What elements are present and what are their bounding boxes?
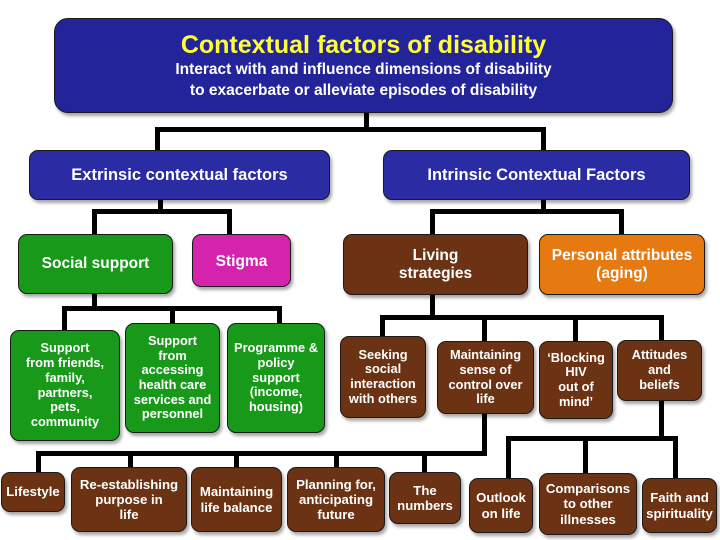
- subtitle-line-1: Interact with and influence dimensions o…: [175, 61, 552, 79]
- living-strategies-box: Living strategies: [343, 234, 528, 295]
- faith-spirituality-line: Faith and: [650, 490, 709, 506]
- seeking-social-line: interaction: [350, 376, 416, 391]
- extrinsic-factors-box: Extrinsic contextual factors: [29, 150, 330, 200]
- re-establishing-line: purpose in: [95, 491, 163, 507]
- programme-policy-line: support: [252, 369, 300, 385]
- maintaining-control-line: Maintaining: [449, 347, 522, 363]
- comparisons-line: to other: [563, 496, 613, 512]
- subtitle-line-2: to exacerbate or alleviate episodes of d…: [189, 81, 538, 99]
- planning-future-line: anticipating: [299, 491, 373, 507]
- re-establishing-box: Re-establishing purpose in life: [71, 467, 187, 532]
- intrinsic-factors-box: Intrinsic Contextual Factors: [383, 150, 690, 200]
- comparisons-line: illnesses: [560, 511, 616, 527]
- planning-future-line: future: [317, 507, 355, 523]
- maintaining-balance-line: life balance: [200, 499, 273, 515]
- seeking-social-line: social: [364, 361, 402, 377]
- personal-attributes-line-1: Personal attributes: [551, 246, 693, 264]
- comparisons-line: Comparisons: [545, 481, 631, 497]
- outlook-box: Outlook on life: [469, 478, 533, 533]
- support-friends-line: family,: [45, 369, 85, 385]
- support-friends-line: pets,: [50, 399, 80, 415]
- attitudes-beliefs-line: and: [648, 362, 671, 378]
- maintaining-control-box: Maintaining sense of control over life: [437, 341, 534, 414]
- re-establishing-line: life: [119, 507, 139, 523]
- planning-future-line: Planning for,: [296, 476, 376, 492]
- support-friends-line: community: [30, 413, 100, 429]
- attitudes-beliefs-line: Attitudes: [631, 347, 688, 363]
- programme-policy-line: Programme &: [234, 340, 318, 356]
- living-strategies-line-1: Living: [412, 246, 459, 264]
- support-accessing-box: Support from accessing health care servi…: [125, 323, 220, 433]
- maintaining-balance-line: Maintaining: [199, 484, 274, 500]
- the-numbers-line: The: [413, 482, 437, 498]
- personal-attributes-line-2: (aging): [596, 264, 648, 282]
- maintaining-control-line: sense of: [459, 361, 512, 377]
- support-accessing-line: services and: [133, 391, 212, 407]
- stigma-box: Stigma: [192, 234, 291, 287]
- support-friends-line: partners,: [37, 384, 93, 400]
- living-strategies-line-2: strategies: [398, 264, 473, 282]
- support-friends-line: from friends,: [25, 355, 105, 371]
- personal-attributes-box: Personal attributes (aging): [539, 234, 705, 295]
- attitudes-beliefs-line: beliefs: [639, 376, 680, 392]
- stigma-label: Stigma: [215, 253, 268, 270]
- the-numbers-box: The numbers: [389, 472, 461, 524]
- programme-policy-line: policy: [257, 354, 295, 370]
- social-support-label: Social support: [41, 255, 150, 273]
- comparisons-box: Comparisons to other illnesses: [539, 473, 637, 535]
- lifestyle-box: Lifestyle: [1, 472, 65, 512]
- diagram-title: Contextual factors of disability: [180, 31, 547, 60]
- maintaining-control-line: life: [476, 391, 495, 407]
- intrinsic-factors-label: Intrinsic Contextual Factors: [427, 165, 646, 184]
- attitudes-beliefs-box: Attitudes and beliefs: [617, 340, 702, 401]
- support-accessing-line: Support: [147, 332, 198, 348]
- re-establishing-line: Re-establishing: [79, 476, 179, 492]
- seeking-social-box: Seeking social interaction with others: [340, 336, 426, 418]
- outlook-line: Outlook: [476, 490, 526, 506]
- support-friends-box: Support from friends, family, partners, …: [10, 330, 120, 441]
- blocking-hiv-line: out of: [558, 379, 594, 394]
- support-accessing-line: health care: [138, 377, 207, 392]
- blocking-hiv-line: HIV: [565, 364, 587, 380]
- faith-spirituality-box: Faith and spirituality: [642, 478, 717, 533]
- maintaining-balance-box: Maintaining life balance: [191, 467, 282, 532]
- support-accessing-line: personnel: [141, 406, 204, 422]
- planning-future-box: Planning for, anticipating future: [287, 467, 385, 532]
- seeking-social-line: Seeking: [358, 346, 408, 362]
- outlook-line: on life: [481, 505, 521, 521]
- programme-policy-line: (income,: [249, 384, 303, 400]
- support-accessing-line: accessing: [141, 362, 204, 378]
- programme-policy-line: housing): [248, 399, 304, 415]
- support-friends-line: Support: [40, 340, 90, 356]
- maintaining-control-line: control over: [448, 376, 523, 392]
- blocking-hiv-line: mind’: [558, 393, 594, 409]
- blocking-hiv-line: ‘Blocking: [547, 349, 605, 365]
- the-numbers-line: numbers: [397, 498, 453, 513]
- extrinsic-factors-label: Extrinsic contextual factors: [71, 165, 288, 184]
- lifestyle-label: Lifestyle: [6, 484, 60, 500]
- social-support-box: Social support: [18, 234, 173, 294]
- seeking-social-line: with others: [348, 390, 418, 406]
- blocking-hiv-box: ‘Blocking HIV out of mind’: [539, 341, 613, 419]
- support-accessing-line: from: [158, 347, 187, 363]
- faith-spirituality-line: spirituality: [646, 505, 713, 521]
- programme-policy-box: Programme & policy support (income, hous…: [227, 323, 325, 433]
- title-box: Contextual factors of disability Interac…: [54, 18, 673, 113]
